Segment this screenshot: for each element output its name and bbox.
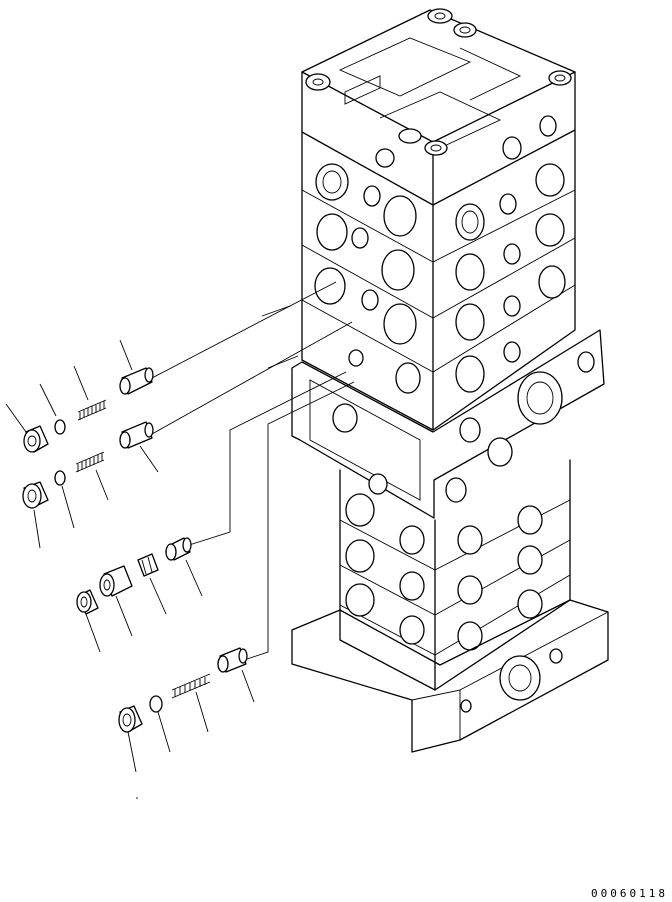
assembly-lines: [151, 281, 355, 661]
plug: [22, 481, 49, 509]
part-group-2: [22, 421, 154, 509]
valve-poppet: [119, 421, 154, 449]
plug: [23, 425, 49, 453]
plug: [76, 589, 99, 615]
spring: [137, 553, 159, 577]
valve-top-cover: [301, 8, 576, 206]
part-group-4: [118, 647, 248, 733]
valve-poppet: [165, 537, 192, 561]
o-ring: [54, 470, 66, 486]
drawing-number: 00060118: [591, 887, 668, 900]
valve-poppet: [217, 647, 248, 673]
callout-leaders: [5, 339, 255, 799]
valve-lower-sections: [339, 459, 571, 691]
valve-poppet: [119, 367, 154, 395]
valve-stack: [291, 8, 609, 753]
o-ring: [54, 419, 66, 435]
spring: [171, 673, 211, 699]
plug: [118, 705, 143, 733]
part-group-1: [23, 367, 154, 453]
spring: [77, 399, 107, 421]
spring: [75, 451, 105, 473]
o-ring: [149, 695, 163, 713]
valve-base: [291, 599, 609, 753]
sleeve: [99, 565, 133, 597]
part-group-3: [76, 537, 192, 615]
valve-sections: [301, 129, 576, 431]
valve-mid-flange: [291, 329, 605, 519]
